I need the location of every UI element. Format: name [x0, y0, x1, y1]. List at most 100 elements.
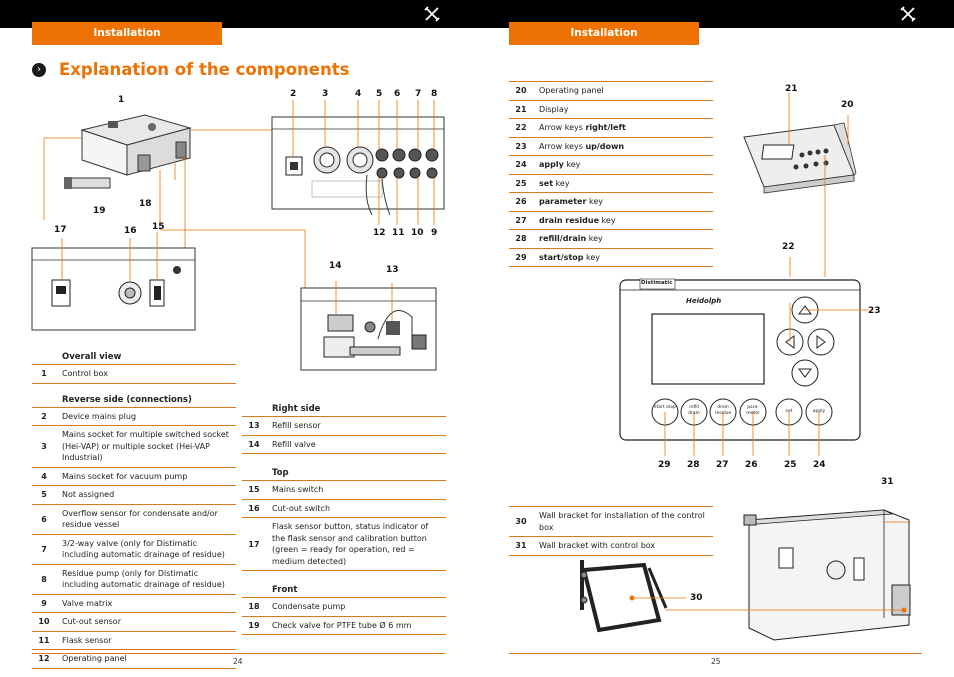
row-number: 20	[515, 86, 527, 96]
callout-19: 19	[93, 206, 106, 216]
callout-24: 24	[813, 460, 826, 470]
table-row: 8 Residue pump (only for Distimatic inclu…	[32, 565, 236, 595]
row-description: Control box	[62, 369, 108, 378]
callout-30: 30	[690, 593, 703, 603]
section-heading-reverse-side: Reverse side (connections)	[32, 393, 236, 408]
row-number: 23	[515, 141, 527, 151]
row-number: 5	[41, 490, 47, 500]
callout-22: 22	[782, 242, 795, 252]
row-description: drain residue key	[533, 212, 713, 230]
table-row: 22 Arrow keys right/left	[509, 119, 713, 138]
row-number: 31	[515, 541, 527, 551]
footer-divider	[32, 653, 445, 654]
page-title: Explanation of the components	[59, 60, 350, 79]
row-number: 26	[515, 197, 527, 207]
row-number: 12	[38, 654, 50, 664]
table-row: 16 Cut-out switch	[242, 500, 446, 518]
row-number: 19	[248, 620, 260, 630]
tools-icon	[900, 6, 916, 22]
row-number: 27	[515, 215, 527, 225]
section-heading-right-side: Right side	[242, 402, 446, 417]
row-text: Arrow keys	[539, 123, 586, 132]
section-heading-overall-view: Overall view	[32, 350, 236, 365]
row-description: Residue pump (only for Distimatic includ…	[62, 568, 225, 590]
row-suffix: key	[586, 197, 603, 206]
callout-15: 15	[152, 222, 165, 232]
row-text: Display	[539, 104, 569, 114]
row-keyword: right/left	[585, 123, 626, 132]
row-number: 17	[248, 539, 260, 549]
row-description: 3/2-way valve (only for Distimatic inclu…	[62, 538, 225, 560]
row-text: Operating panel	[539, 86, 604, 95]
row-description: Valve matrix	[62, 598, 113, 608]
key-apply: apply	[812, 409, 826, 414]
table-row: 11 Flask sensor	[32, 632, 236, 650]
row-description: Flask sensor	[62, 635, 112, 645]
key-parameter: para-meter	[746, 405, 760, 416]
row-description: Mains switch	[272, 485, 324, 494]
row-description: Mains socket for multiple switched socke…	[62, 430, 229, 462]
row-description: Refill valve	[272, 439, 316, 449]
row-suffix: key	[553, 178, 570, 188]
row-number: 11	[38, 635, 50, 645]
callout-13: 13	[386, 265, 399, 275]
row-description: Cut-out sensor	[62, 617, 121, 626]
row-number: 8	[41, 574, 47, 584]
row-description: Wall bracket with control box	[539, 541, 656, 550]
key-set: set	[785, 409, 793, 414]
row-keyword: drain residue	[539, 215, 600, 225]
row-number: 29	[515, 252, 527, 262]
row-suffix: key	[586, 234, 603, 243]
callout-12: 12	[373, 228, 386, 238]
row-number: 16	[248, 503, 260, 513]
table-row: 19 Check valve for PTFE tube Ø 6 mm	[242, 617, 446, 635]
wall-bracket-illustration	[580, 509, 911, 641]
row-number: 3	[41, 441, 47, 451]
callout-4: 4	[355, 89, 362, 99]
row-description: Condensate pump	[272, 602, 346, 611]
row-number: 15	[248, 485, 260, 495]
callout-31: 31	[881, 477, 894, 487]
page-number-right: 25	[711, 657, 721, 666]
callout-29: 29	[658, 460, 671, 470]
row-number: 18	[248, 602, 260, 612]
row-number: 22	[515, 123, 527, 133]
row-text: Arrow keys	[539, 141, 586, 151]
callout-2: 2	[290, 89, 297, 99]
row-suffix: key	[583, 252, 601, 262]
row-number: 6	[41, 514, 47, 524]
callout-28: 28	[687, 460, 700, 470]
row-number: 7	[41, 544, 47, 554]
row-number: 30	[515, 517, 527, 526]
panel-brand-label: Distimatic	[641, 280, 673, 286]
row-description: Display	[533, 101, 713, 119]
callout-10: 10	[411, 228, 424, 238]
table-row: 12 Operating panel	[32, 650, 236, 669]
key-start-stop: start stop	[654, 405, 676, 410]
row-description: Arrow keys right/left	[533, 119, 713, 137]
operating-panel-front-illustration	[619, 278, 868, 456]
callout-5: 5	[376, 89, 383, 99]
page-number-left: 24	[233, 657, 243, 666]
section-heading-top: Top	[242, 466, 446, 481]
callout-23: 23	[868, 306, 881, 316]
callout-3: 3	[322, 89, 329, 99]
right-side-illustration	[300, 281, 437, 371]
row-description: Operating panel	[62, 654, 127, 663]
row-description: Overflow sensor for condensate and/or re…	[62, 508, 218, 530]
chevron-right-icon: ›	[32, 62, 46, 77]
row-description: Check valve for PTFE tube Ø 6 mm	[272, 620, 412, 630]
callout-27: 27	[716, 460, 729, 470]
row-description: Cut-out switch	[272, 503, 331, 513]
row-description: Device mains plug	[62, 411, 137, 421]
